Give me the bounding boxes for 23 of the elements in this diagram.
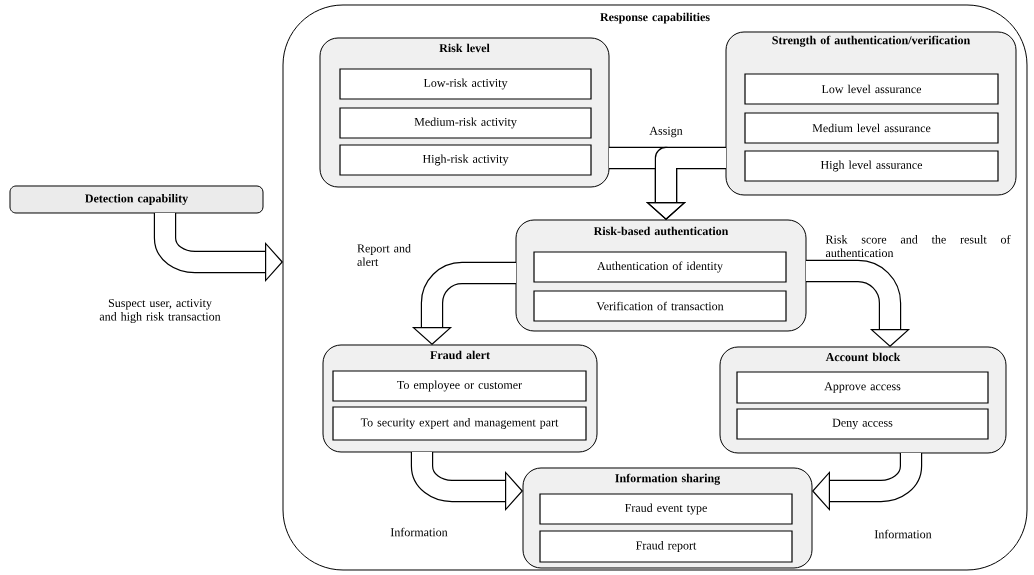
edge-label: Information xyxy=(390,527,448,537)
item-box: Fraud event type xyxy=(539,493,793,525)
item-box: Medium-risk activity xyxy=(339,107,592,139)
item-box: Verification of transaction xyxy=(533,290,787,322)
item-box: To employee or customer xyxy=(332,370,587,402)
edge-label: Assign xyxy=(649,126,683,138)
block-arrow xyxy=(812,453,923,512)
edge-label: Risk score and the result of authentication xyxy=(825,234,1011,257)
item-box: Medium level assurance xyxy=(744,112,999,144)
item-box: Fraud report xyxy=(539,530,793,563)
item-box: Deny access xyxy=(736,408,989,440)
item-box: To security expert and management part xyxy=(332,406,587,441)
item-box: Authentication of identity xyxy=(533,251,787,283)
item-box: Approve access xyxy=(736,371,989,404)
edge-label: Information xyxy=(874,529,932,539)
item-box: Low level assurance xyxy=(744,73,999,105)
process-box: Detection capability xyxy=(9,185,264,214)
edge-label: Suspect user, activity and high risk transaction xyxy=(99,298,221,323)
block-arrow xyxy=(806,259,911,347)
item-box: High-risk activity xyxy=(339,144,592,176)
item-box: Low-risk activity xyxy=(339,68,592,100)
item-box: High level assurance xyxy=(744,150,999,182)
edge-label: Report and alert xyxy=(357,244,411,266)
